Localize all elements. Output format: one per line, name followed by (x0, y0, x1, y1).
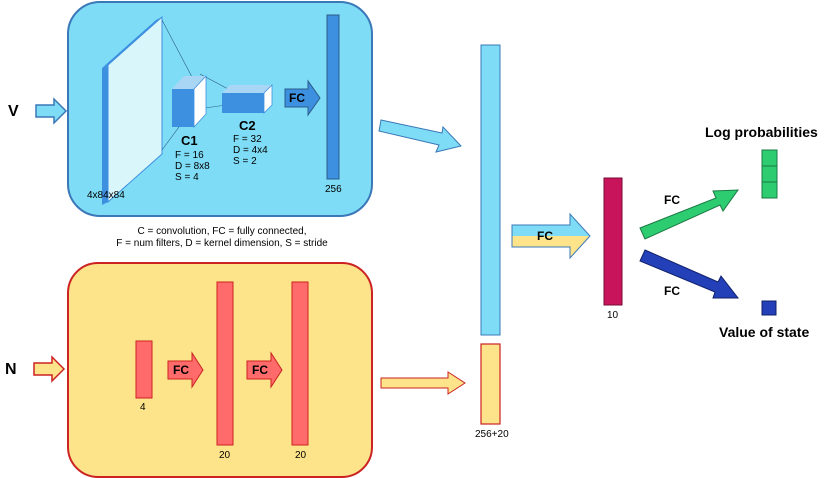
n-input-size: 4 (140, 402, 146, 413)
conv2-param: D = 4x4 (233, 145, 268, 156)
merge-layer-n (480, 343, 501, 425)
value-fc-label: FC (664, 284, 680, 298)
conv1-block (172, 74, 207, 129)
v-fc-arrow (284, 79, 321, 117)
n-fc2-arrow (246, 351, 283, 389)
legend-line-2: F = num filters, D = kernel dimension, S… (116, 238, 328, 249)
value-output-label: Value of state (719, 324, 809, 340)
n-fc1-label: FC (173, 363, 189, 377)
v-to-merge-arrow (378, 119, 462, 153)
n-input-label: N (5, 361, 17, 378)
conv2-label: C2 (239, 118, 256, 133)
merge-size: 256+20 (475, 429, 509, 440)
merge-layer-v (480, 44, 501, 336)
n-fc1-arrow (167, 351, 204, 389)
n-fc2-label: FC (252, 363, 268, 377)
value-output-block (761, 300, 777, 316)
n-fc1-size: 20 (219, 450, 231, 461)
n-fc2-layer (291, 281, 309, 446)
projection-line (161, 19, 193, 78)
conv2-block (222, 84, 273, 114)
value-fc-arrow (639, 249, 740, 299)
v-fc-size: 256 (325, 184, 342, 195)
v-fc-label: FC (289, 91, 305, 105)
conv1-param: F = 16 (175, 150, 204, 161)
n-to-merge-arrow (380, 371, 466, 395)
v-input-arrow (35, 97, 68, 125)
policy-output-label: Log probabilities (705, 124, 818, 140)
legend-line-1: C = convolution, FC = fully connected, (138, 226, 307, 237)
v-fc-layer (326, 14, 340, 180)
merge-fc-arrow (511, 212, 591, 260)
input-volume (102, 15, 163, 205)
v-input-label: V (8, 103, 19, 120)
conv2-param: S = 2 (233, 156, 257, 167)
policy-output-block (761, 149, 778, 199)
input-dims: 4x84x84 (87, 190, 125, 201)
n-fc2-size: 20 (295, 450, 307, 461)
conv1-label: C1 (181, 133, 198, 148)
conv1-param: S = 4 (175, 172, 199, 183)
policy-fc-arrow (639, 189, 740, 240)
hidden-size: 10 (607, 310, 619, 321)
n-fc1-layer (216, 281, 234, 446)
policy-fc-label: FC (664, 193, 680, 207)
n-input-layer (135, 340, 153, 399)
n-input-arrow (33, 355, 66, 383)
conv1-param: D = 8x8 (175, 161, 210, 172)
conv2-param: F = 32 (233, 134, 262, 145)
hidden-layer (603, 177, 623, 306)
merge-fc-label: FC (537, 229, 553, 243)
